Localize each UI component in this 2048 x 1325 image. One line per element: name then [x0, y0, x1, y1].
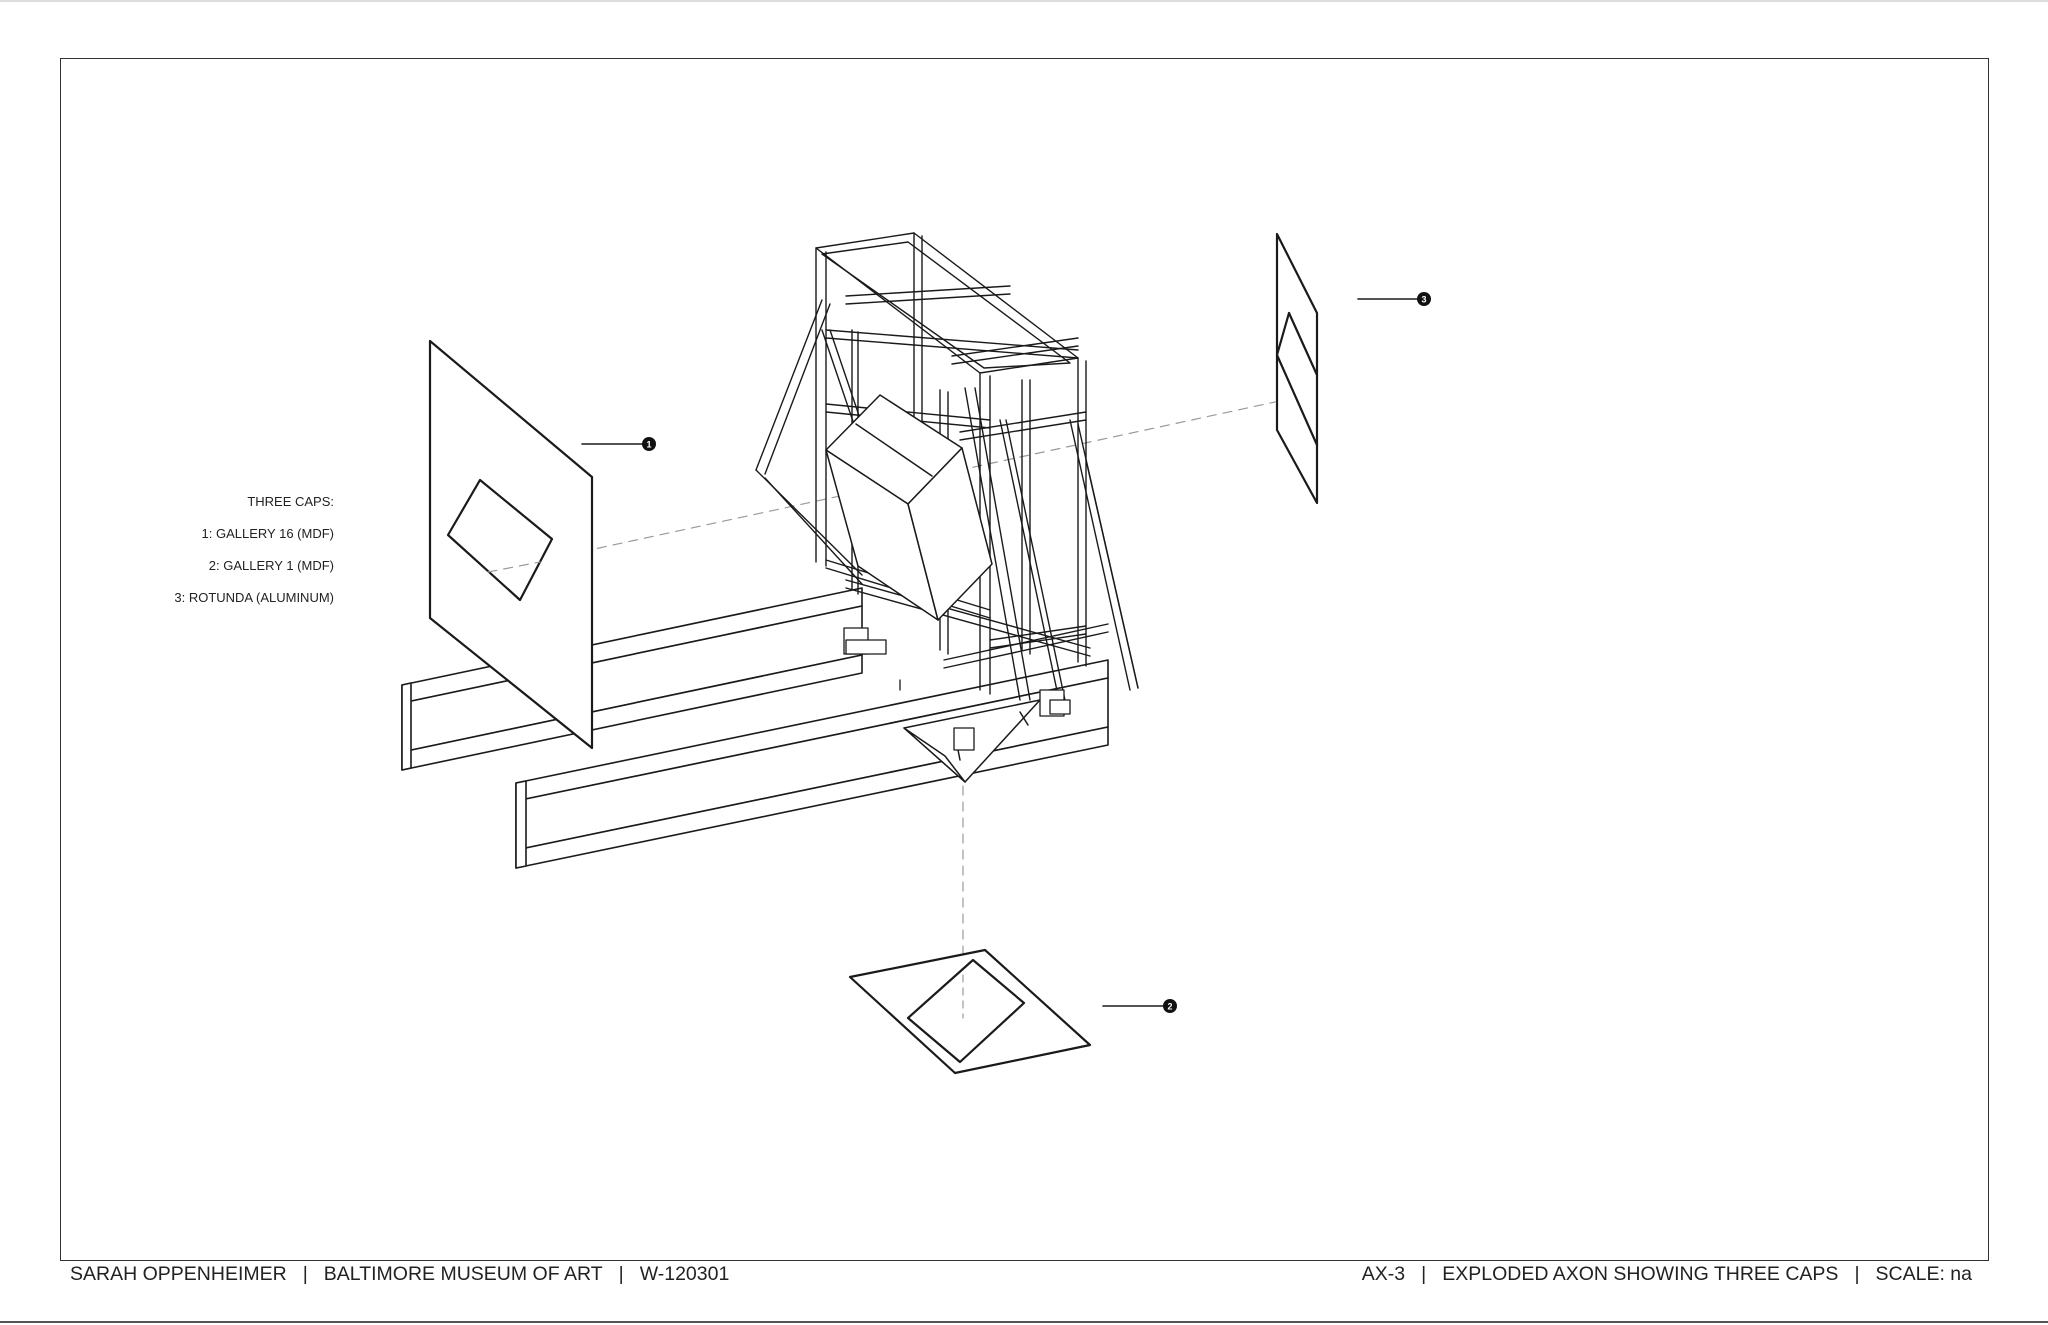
angled-box [825, 394, 993, 621]
cap-3-rotunda-panel [1275, 232, 1319, 505]
callout-number-2: 2 [1167, 1002, 1172, 1012]
drawing-frame [60, 58, 1989, 1261]
artist-name: SARAH OPPENHEIMER [70, 1263, 287, 1285]
sheet-title: EXPLODED AXON SHOWING THREE CAPS [1442, 1263, 1839, 1285]
callout-number-3: 3 [1421, 295, 1426, 305]
legend-item: 2: GALLERY 1 (MDF) [208, 558, 334, 573]
sheet-number: AX-3 [1361, 1263, 1406, 1285]
cap-1-gallery-16-panel [428, 339, 594, 750]
callout-leaders [581, 298, 1419, 1007]
sheet-scale: SCALE: na [1875, 1263, 1972, 1285]
project-number: W-120301 [639, 1263, 730, 1285]
callout-marker-3: 3 [1417, 292, 1431, 306]
separator: | [1421, 1263, 1427, 1285]
separator: | [302, 1263, 308, 1285]
titlebar-right: AX-3 | EXPLODED AXON SHOWING THREE CAPS | SC… [1362, 1262, 1972, 1286]
cap-2-gallery-1-panel [848, 948, 1092, 1075]
base-clamps [843, 627, 1071, 751]
callout-number-1: 1 [646, 440, 651, 450]
separator: | [1854, 1263, 1860, 1285]
caps-legend: THREE CAPS: 1: GALLERY 16 (MDF) 2: GALLE… [130, 486, 334, 614]
venue-name: BALTIMORE MUSEUM OF ART [323, 1263, 603, 1285]
titlebar-left: SARAH OPPENHEIMER | BALTIMORE MUSEUM OF AR… [70, 1262, 729, 1286]
legend-item: 1: GALLERY 16 (MDF) [201, 526, 334, 541]
legend-heading: THREE CAPS: [247, 494, 334, 509]
tower-frame [755, 232, 1139, 706]
callout-marker-2: 2 [1163, 999, 1177, 1013]
sheet-top-edge [0, 0, 2048, 2]
sheet-bottom-edge [0, 1321, 2048, 1323]
callout-marker-1: 1 [642, 437, 656, 451]
legend-item: 3: ROTUNDA (ALUMINUM) [174, 590, 334, 605]
separator: | [618, 1263, 624, 1285]
